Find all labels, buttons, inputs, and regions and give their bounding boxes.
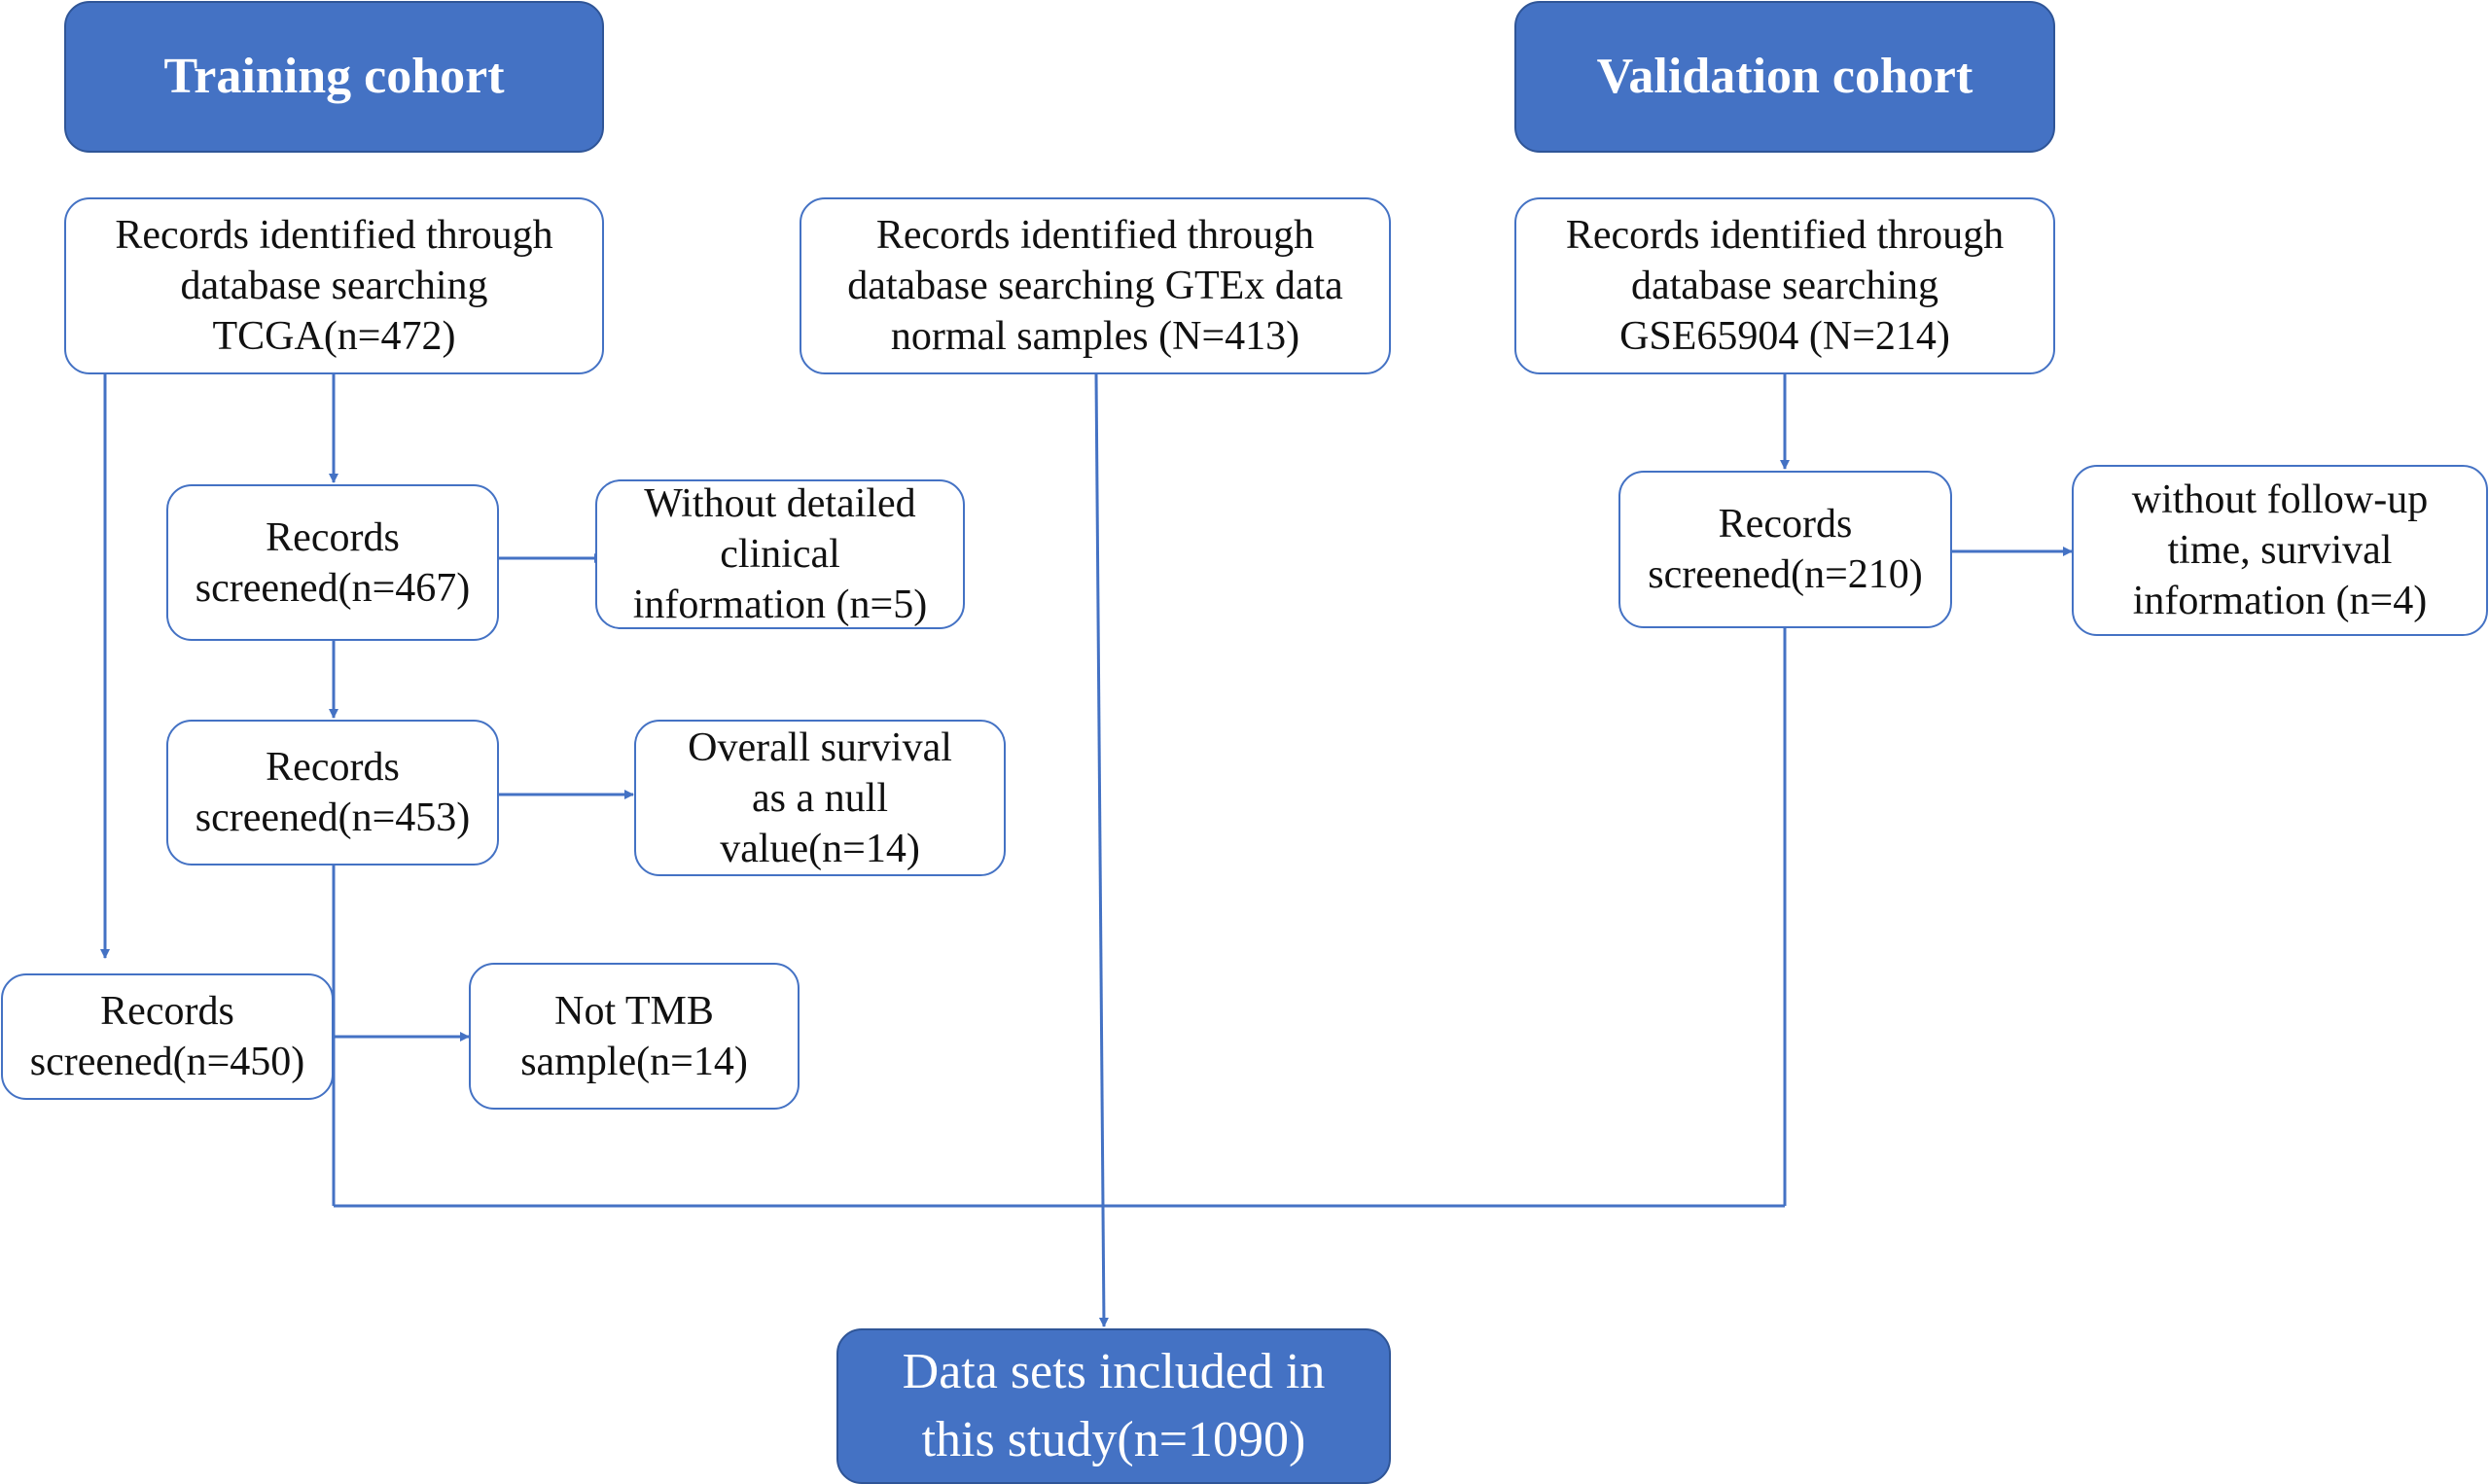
screened-450-box: Records screened(n=450) (1, 973, 334, 1100)
training-cohort-header: Training cohort (64, 1, 604, 153)
excluded-clinical-text: Without detailed clinical information (n… (632, 481, 928, 627)
excluded-followup-box: without follow-up time, survival informa… (2072, 465, 2488, 636)
training-cohort-label: Training cohort (163, 49, 505, 104)
excluded-tmb-text: Not TMB sample(n=14) (520, 988, 748, 1084)
final-dataset-text: Data sets included in this study(n=1090) (902, 1344, 1326, 1467)
screened-450-text: Records screened(n=450) (29, 989, 305, 1084)
excluded-survival-text: Overall survival as a null value(n=14) (688, 724, 952, 871)
gtex-records-text: Records identified through database sear… (847, 213, 1343, 359)
screened-453-box: Records screened(n=453) (166, 720, 499, 866)
screened-210-text: Records screened(n=210) (1648, 502, 1923, 597)
tcga-records-text: Records identified through database sear… (115, 213, 553, 359)
validation-cohort-header: Validation cohort (1514, 1, 2055, 153)
screened-467-box: Records screened(n=467) (166, 484, 499, 641)
screened-210-box: Records screened(n=210) (1618, 471, 1952, 628)
screened-453-text: Records screened(n=453) (195, 745, 471, 840)
arrow-gtex-to-final (1094, 373, 1109, 1327)
screened-467-text: Records screened(n=467) (195, 514, 471, 611)
final-dataset-box: Data sets included in this study(n=1090) (836, 1328, 1391, 1484)
excluded-followup-text: without follow-up time, survival informa… (2131, 477, 2429, 623)
tcga-records-box: Records identified through database sear… (64, 197, 604, 374)
excluded-tmb-box: Not TMB sample(n=14) (469, 963, 800, 1110)
gse-records-text: Records identified through database sear… (1565, 213, 2005, 359)
gse-records-box: Records identified through database sear… (1514, 197, 2055, 374)
validation-cohort-label: Validation cohort (1596, 49, 1973, 104)
excluded-clinical-box: Without detailed clinical information (n… (595, 479, 965, 629)
gtex-records-box: Records identified through database sear… (800, 197, 1391, 374)
excluded-survival-box: Overall survival as a null value(n=14) (634, 720, 1006, 876)
